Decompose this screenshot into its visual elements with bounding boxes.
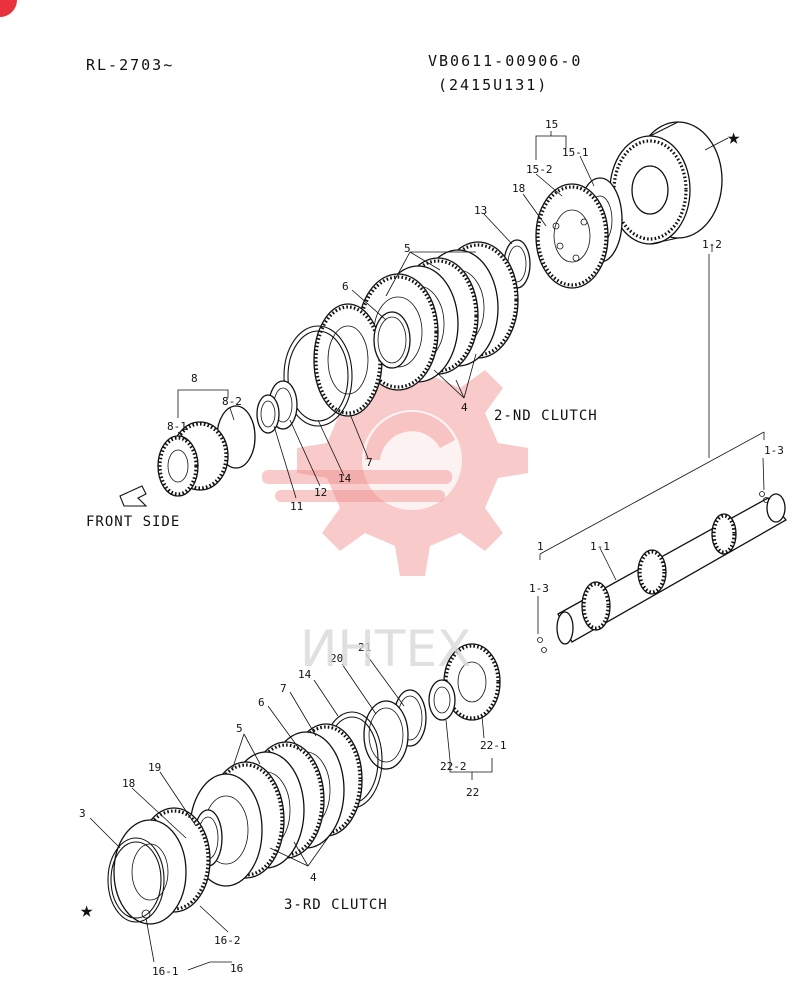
callout-4-lower: 4 <box>310 871 317 884</box>
callout-16-1: 16-1 <box>152 965 179 978</box>
callout-1-3-upper: 1-3 <box>764 444 784 457</box>
drum-1-2 <box>609 121 723 245</box>
callout-15-2: 15-2 <box>526 163 553 176</box>
bushing-22-2 <box>428 679 456 721</box>
callout-14-upper: 14 <box>338 472 352 485</box>
watermark-text: ИНТЕХ <box>300 620 471 678</box>
callout-20: 20 <box>330 652 343 665</box>
ball-1-3-upper <box>759 491 765 497</box>
callout-1: 1 <box>537 540 544 553</box>
spring-ring-14-upper <box>283 325 353 427</box>
callout-16-2: 16-2 <box>214 934 241 947</box>
star-icon: ★ <box>727 125 740 150</box>
callout-1-2: 1-2 <box>702 238 722 251</box>
ball-1-3-lower <box>537 637 543 643</box>
callout-11: 11 <box>290 500 303 513</box>
piston-16 <box>113 807 211 925</box>
callout-22: 22 <box>466 786 479 799</box>
gear-15-2 <box>535 183 609 289</box>
callout-22-1: 22-1 <box>480 739 507 752</box>
callout-19: 19 <box>148 761 161 774</box>
ring-3 <box>107 837 165 923</box>
callout-14-lower: 14 <box>298 668 312 681</box>
callout-18-upper: 18 <box>512 182 525 195</box>
callout-22-2: 22-2 <box>440 760 467 773</box>
drawing-number: VB0611-00906-0 <box>428 52 583 70</box>
callout-3: 3 <box>79 807 86 820</box>
callout-15: 15 <box>545 118 558 131</box>
callout-21: 21 <box>358 641 371 654</box>
callout-8: 8 <box>191 372 198 385</box>
callout-7-upper: 7 <box>366 456 373 469</box>
callout-6-lower: 6 <box>258 696 265 709</box>
callout-1-3-lower: 1-3 <box>529 582 549 595</box>
callout-1-1: 1-1 <box>590 540 610 553</box>
callout-5-upper: 5 <box>404 242 411 255</box>
callout-5-lower: 5 <box>236 722 243 735</box>
shaft-1-1 <box>556 493 787 645</box>
second-clutch-label: 2-ND CLUTCH <box>494 408 598 424</box>
callout-12: 12 <box>314 486 327 499</box>
callout-7-lower: 7 <box>280 682 287 695</box>
callout-18-lower: 18 <box>122 777 135 790</box>
front-side-arrow-icon <box>119 485 148 507</box>
callout-13: 13 <box>474 204 487 217</box>
corner-marker-icon <box>0 0 17 17</box>
ring-20 <box>363 700 409 770</box>
callout-8-1: 8-1 <box>167 420 187 433</box>
hub-8 <box>157 405 256 497</box>
callout-4-upper: 4 <box>461 401 468 414</box>
model-serial-label: RL-2703~ <box>86 56 175 74</box>
front-side-label: FRONT SIDE <box>86 514 181 530</box>
callout-8-2: 8-2 <box>222 395 242 408</box>
callout-16: 16 <box>230 962 243 975</box>
callout-15-1: 15-1 <box>562 146 589 159</box>
rings-11-12 <box>256 380 298 434</box>
callout-6-upper: 6 <box>342 280 349 293</box>
snap-ring-6-upper <box>373 311 411 369</box>
third-clutch-label: 3-RD CLUTCH <box>284 897 388 913</box>
star-icon-lower: ★ <box>80 898 93 923</box>
drawing-sub-number: (2415U131) <box>438 76 549 94</box>
